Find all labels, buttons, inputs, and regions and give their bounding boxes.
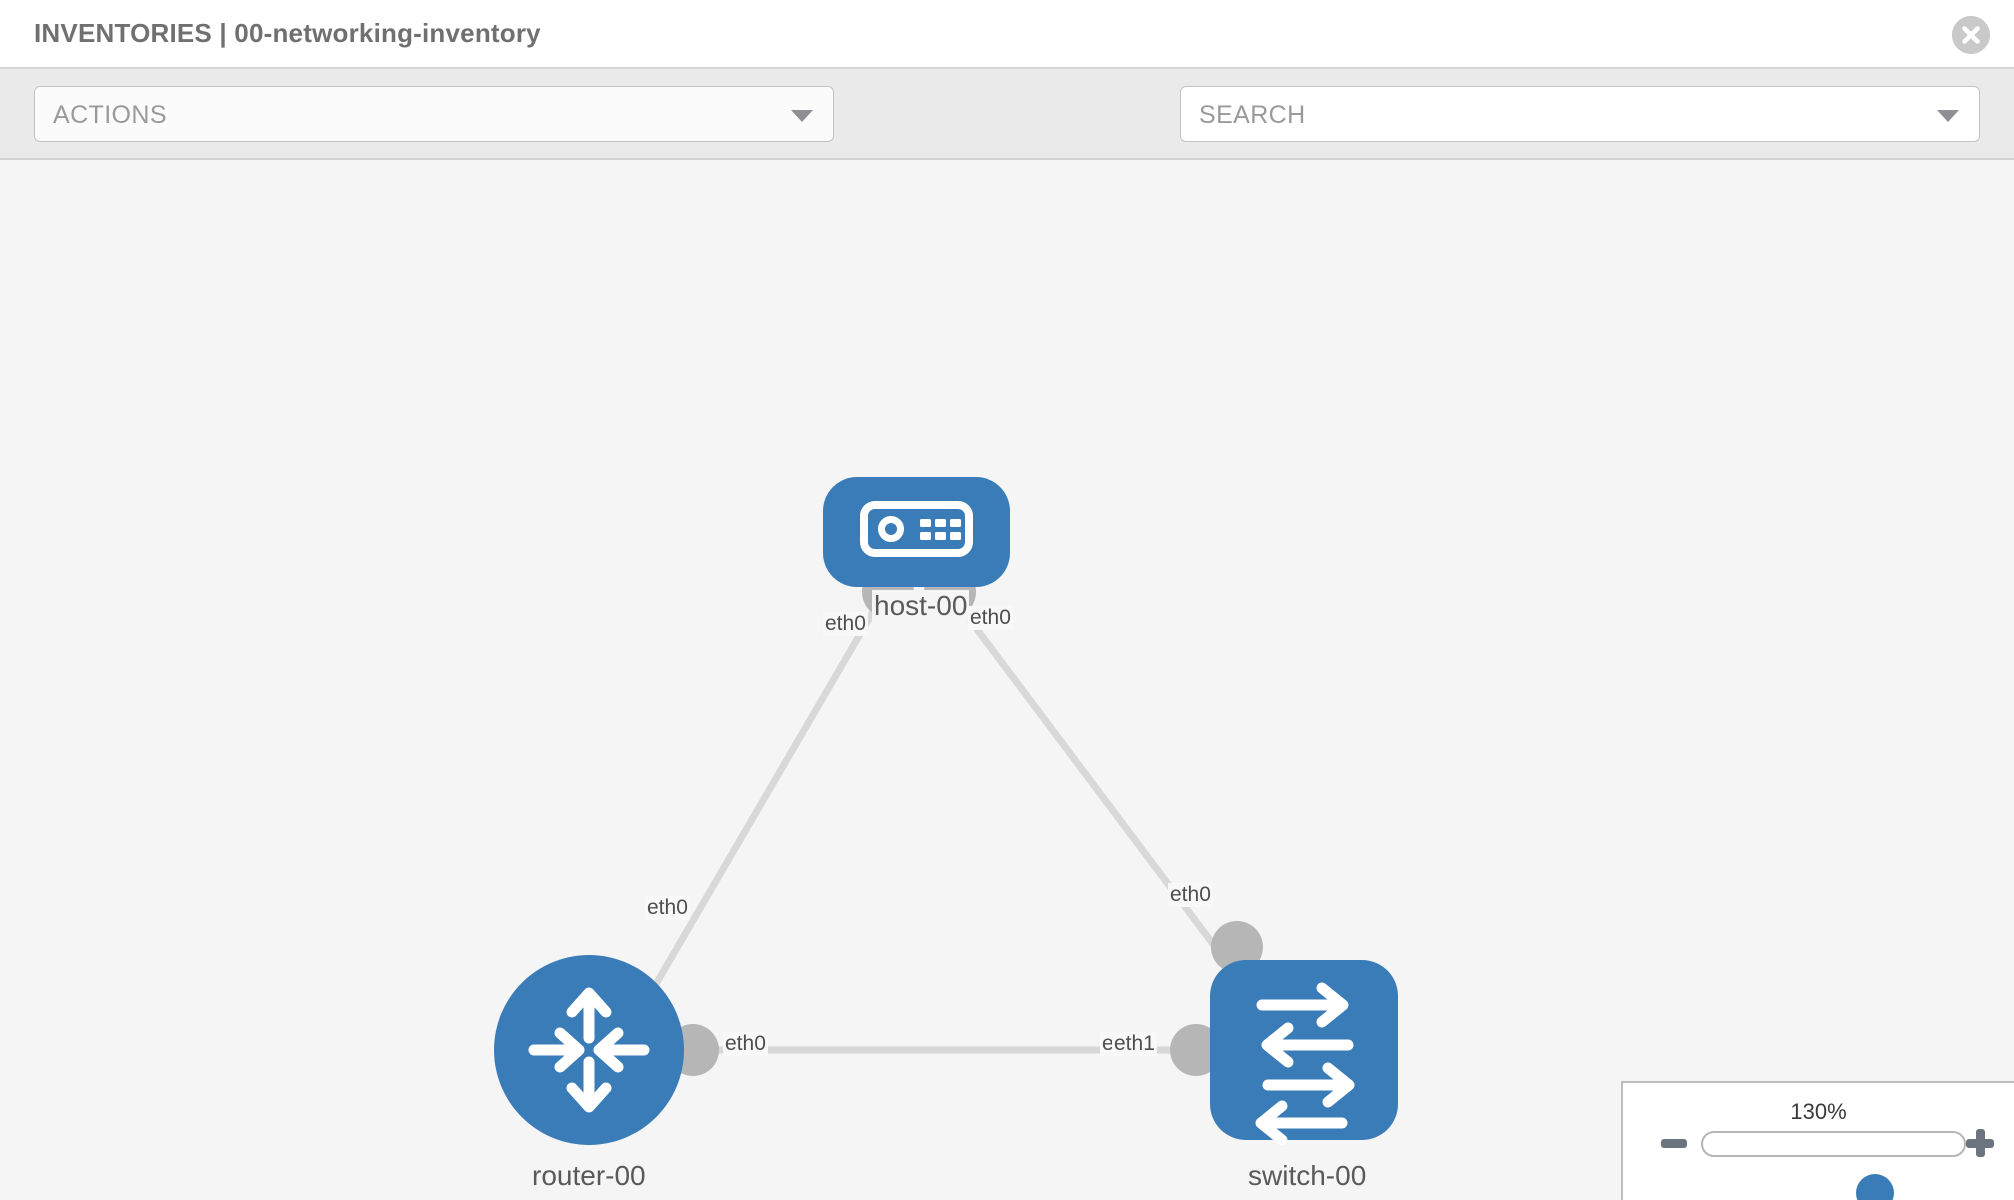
link-edges bbox=[631, 597, 1243, 1054]
node-switch-00[interactable] bbox=[1210, 960, 1398, 1146]
page-header: INVENTORIES | 00-networking-inventory bbox=[0, 0, 2014, 69]
iface-label-host-left[interactable]: eth0 bbox=[823, 612, 868, 636]
iface-label-switch-up[interactable]: eth0 bbox=[1168, 883, 1213, 907]
node-router-00[interactable] bbox=[494, 955, 684, 1145]
actions-dropdown[interactable]: ACTIONS bbox=[34, 86, 834, 142]
port-switch-left[interactable] bbox=[1170, 1024, 1222, 1076]
zoom-panel: 130% bbox=[1621, 1081, 2014, 1200]
iface-label-router-up[interactable]: eth0 bbox=[645, 896, 690, 920]
iface-label-switch-left-front[interactable]: eth1 bbox=[1112, 1032, 1157, 1056]
port-connectors bbox=[667, 566, 1263, 1076]
search-placeholder: SEARCH bbox=[1199, 101, 1306, 129]
link-host-switch[interactable] bbox=[952, 597, 1243, 983]
zoom-level-value: 130% bbox=[1790, 1099, 1847, 1124]
actions-dropdown-label: ACTIONS bbox=[53, 101, 167, 129]
server-icon bbox=[860, 501, 973, 557]
minus-icon[interactable] bbox=[1661, 1139, 1687, 1148]
router-arrows-icon bbox=[528, 987, 650, 1113]
iface-label-host-right[interactable]: eth0 bbox=[968, 606, 1013, 630]
iface-label-router-right[interactable]: eth0 bbox=[723, 1032, 768, 1056]
node-label-router-00[interactable]: router-00 bbox=[530, 1160, 648, 1192]
zoom-slider-thumb[interactable] bbox=[1856, 1174, 1894, 1200]
link-host-router[interactable] bbox=[631, 598, 884, 1022]
node-label-host-00[interactable]: host-00 bbox=[872, 590, 970, 622]
node-host-00[interactable] bbox=[823, 477, 1010, 587]
zoom-slider[interactable] bbox=[1701, 1131, 1966, 1200]
chevron-down-icon bbox=[791, 110, 813, 122]
close-icon[interactable] bbox=[1952, 16, 1990, 54]
topology-canvas[interactable]: host-00 router-00 switch-00 eth0 eth0 et… bbox=[0, 160, 2014, 1200]
search-input[interactable]: SEARCH bbox=[1180, 86, 1980, 142]
chevron-down-icon[interactable] bbox=[1937, 110, 1959, 122]
topology-graph bbox=[494, 477, 1398, 1146]
page-title: INVENTORIES | 00-networking-inventory bbox=[34, 18, 541, 48]
plus-icon[interactable] bbox=[1966, 1129, 1994, 1157]
node-label-switch-00[interactable]: switch-00 bbox=[1246, 1160, 1369, 1192]
switch-arrows-icon bbox=[1255, 982, 1355, 1146]
toolbar: ACTIONS SEARC bbox=[0, 69, 2014, 200]
